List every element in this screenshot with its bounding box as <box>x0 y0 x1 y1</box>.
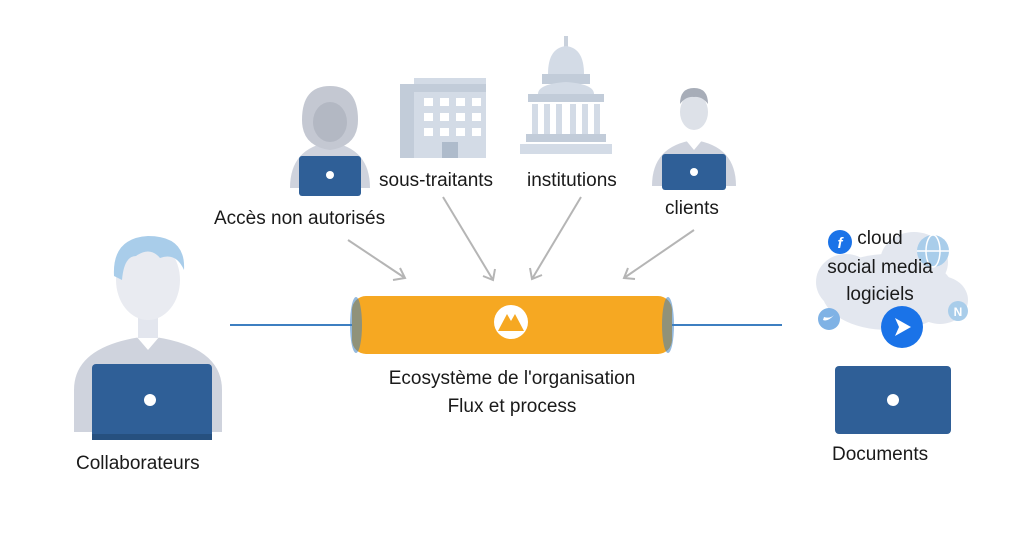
label-ecosystem-title: Ecosystème de l'organisation <box>388 368 636 389</box>
label-ecosystem-subtitle: Flux et process <box>447 396 577 417</box>
label-subcontractors: sous-traitants <box>379 170 494 191</box>
globe-icon <box>917 234 949 268</box>
twitter-icon <box>818 308 840 330</box>
label-collaborators: Collaborateurs <box>76 453 200 474</box>
label-documents: Documents <box>832 444 929 465</box>
label-clients: clients <box>665 198 719 219</box>
label-software: logiciels <box>846 284 914 305</box>
arrow-clients <box>622 229 695 280</box>
n-badge-icon: N <box>948 301 968 321</box>
nordvpn-logo-icon <box>494 305 528 339</box>
label-institutions: institutions <box>527 170 617 191</box>
arrow-unauthorized <box>347 239 407 281</box>
svg-text:f: f <box>838 235 845 252</box>
ecosystem-pipe <box>350 296 674 354</box>
label-cloud: cloud <box>857 228 903 249</box>
cloud-shape-icon <box>816 232 968 330</box>
client-figure-icon <box>652 88 736 190</box>
send-play-icon <box>881 306 923 348</box>
documents-laptop-icon <box>835 366 951 434</box>
arrow-subcontractors <box>442 196 496 282</box>
arrow-institutions <box>529 196 582 281</box>
capitol-building-icon <box>520 36 612 154</box>
office-building-icon <box>400 78 486 158</box>
collaborator-figure-icon <box>74 236 222 440</box>
facebook-icon: f <box>828 230 852 254</box>
svg-text:N: N <box>954 305 963 319</box>
hacker-figure-icon <box>290 86 370 196</box>
label-social-media: social media <box>827 257 933 278</box>
label-unauthorized-access: Accès non autorisés <box>214 208 386 229</box>
